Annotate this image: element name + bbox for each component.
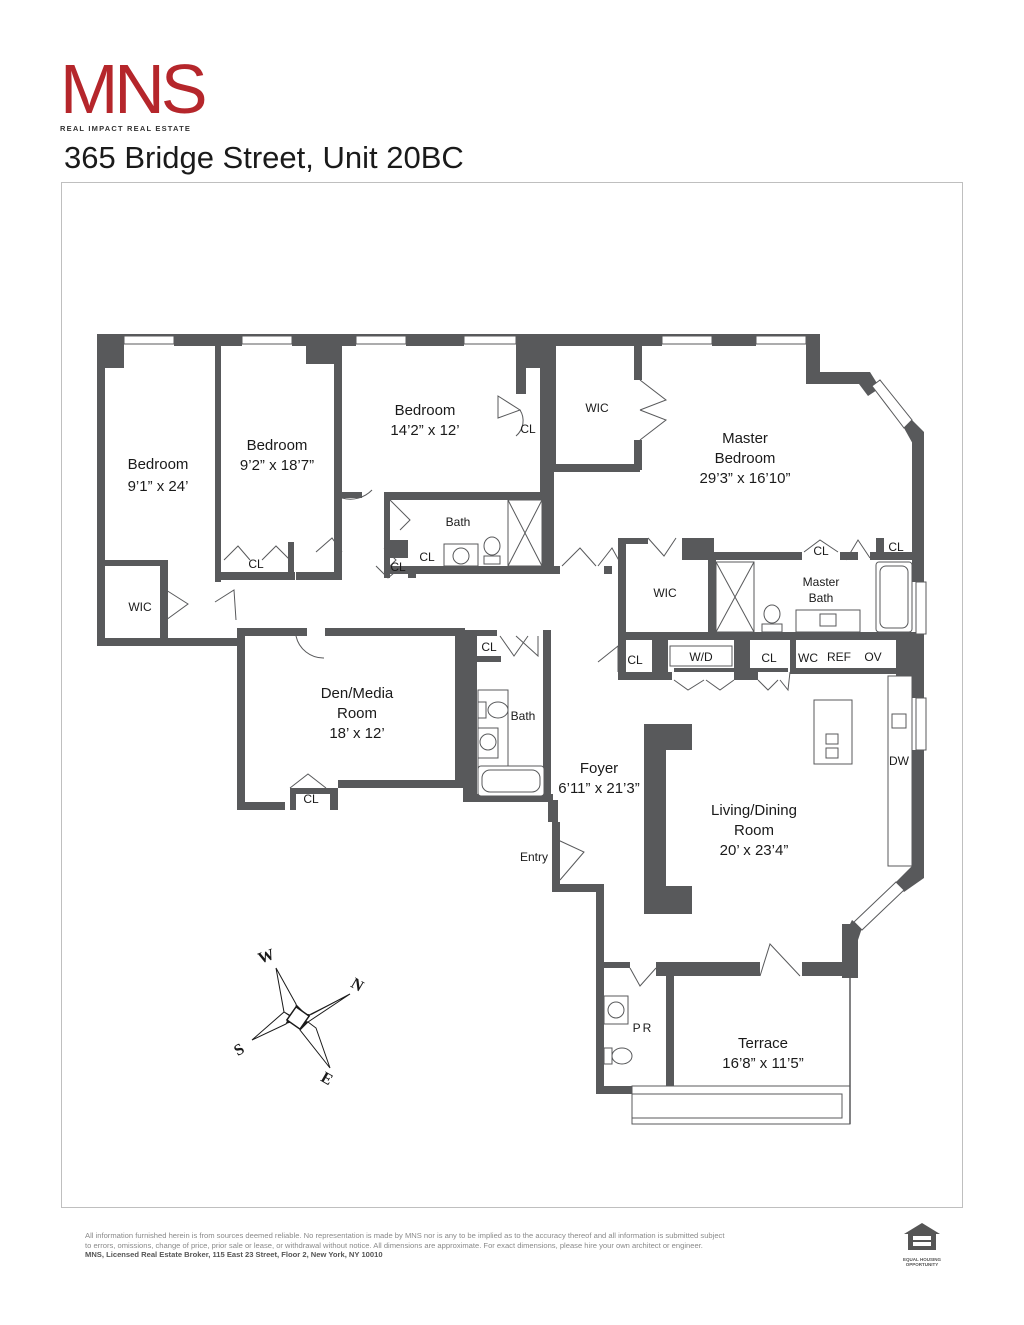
compass-w: W bbox=[256, 946, 277, 967]
master-bath-name1: Master bbox=[803, 575, 840, 589]
bedroom3-name: Bedroom bbox=[395, 402, 456, 419]
master-bedroom-name2: Bedroom bbox=[715, 450, 776, 467]
dw-label: DW bbox=[889, 754, 910, 768]
equal-housing-icon bbox=[904, 1223, 940, 1250]
bath-upper: Bath bbox=[446, 515, 471, 529]
terrace-name: Terrace bbox=[738, 1035, 788, 1052]
bedroom2-dims: 9’2” x 18’7” bbox=[240, 457, 314, 474]
wd-label: W/D bbox=[689, 650, 713, 664]
cl-bedroom2: CL bbox=[248, 557, 264, 571]
den-dims: 18’ x 12’ bbox=[329, 725, 384, 742]
foyer-name: Foyer bbox=[580, 760, 618, 777]
cl-kitchen-left: CL bbox=[627, 653, 643, 667]
fixture-labels: CL WIC Bath CL CL CL WIC WIC CL CL Maste… bbox=[128, 401, 909, 1035]
living-dims: 20’ x 23’4” bbox=[720, 842, 789, 859]
cl-master: CL bbox=[888, 540, 904, 554]
bedroom3-dims: 14’2” x 12’ bbox=[390, 422, 459, 439]
cl-kitchen: CL bbox=[761, 651, 777, 665]
bath-lower: Bath bbox=[511, 709, 536, 723]
wc-label: WC bbox=[798, 651, 818, 665]
broker-address: MNS, Licensed Real Estate Broker, 115 Ea… bbox=[85, 1250, 383, 1260]
terrace-dims: 16’8” x 11’5” bbox=[722, 1055, 803, 1072]
compass-e: E bbox=[318, 1069, 336, 1089]
cl-master-bath: CL bbox=[813, 544, 829, 558]
disclaimer-line2: to errors, omissions, change of price, p… bbox=[85, 1240, 703, 1250]
master-bedroom-name1: Master bbox=[722, 430, 768, 447]
room-labels: Bedroom 9’1” x 24’ Bedroom 9’2” x 18’7” … bbox=[128, 402, 804, 1072]
entry-label: Entry bbox=[520, 850, 548, 864]
den-name2: Room bbox=[337, 705, 377, 722]
cl-hall: CL bbox=[390, 560, 406, 574]
bedroom1-name: Bedroom bbox=[128, 456, 189, 473]
logo-tagline: REAL IMPACT REAL ESTATE bbox=[60, 124, 192, 133]
equal-housing-logo: EQUAL HOUSING OPPORTUNITY bbox=[900, 1222, 944, 1267]
door-swings bbox=[165, 379, 871, 987]
living-name2: Room bbox=[734, 822, 774, 839]
ref-label: REF bbox=[827, 650, 851, 664]
bedroom1-dims: 9’1” x 24’ bbox=[128, 478, 189, 495]
cl-bath-upper: CL bbox=[419, 550, 435, 564]
living-name1: Living/Dining bbox=[711, 802, 797, 819]
brand-logo: MNS REAL IMPACT REAL ESTATE bbox=[60, 50, 208, 133]
compass-s: S bbox=[231, 1040, 247, 1059]
cl-foyer-bath: CL bbox=[481, 640, 497, 654]
compass-n: N bbox=[348, 975, 367, 996]
walls bbox=[97, 334, 924, 1094]
master-bath-name2: Bath bbox=[809, 591, 834, 605]
pr-label: PR bbox=[633, 1021, 654, 1035]
wic-master: WIC bbox=[585, 401, 609, 415]
master-bedroom-dims: 29’3” x 16’10” bbox=[700, 470, 791, 487]
ov-label: OV bbox=[864, 650, 881, 664]
disclaimer-line1: All information furnished herein is from… bbox=[85, 1231, 725, 1240]
den-name1: Den/Media bbox=[321, 685, 394, 702]
compass-rose bbox=[251, 967, 351, 1069]
fixtures bbox=[443, 499, 913, 1065]
cl-bedroom3: CL bbox=[520, 422, 536, 436]
cl-den: CL bbox=[303, 792, 319, 806]
wic-bedroom1: WIC bbox=[128, 600, 152, 614]
wic-master2: WIC bbox=[653, 586, 677, 600]
logo-wordmark: MNS bbox=[60, 50, 208, 128]
floorplan-frame bbox=[61, 182, 963, 1208]
disclaimer: All information furnished herein is from… bbox=[85, 1231, 875, 1260]
bedroom2-name: Bedroom bbox=[247, 437, 308, 454]
foyer-dims: 6’11” x 21’3” bbox=[558, 780, 639, 797]
property-address: 365 Bridge Street, Unit 20BC bbox=[64, 140, 464, 175]
equal-housing-text: EQUAL HOUSING OPPORTUNITY bbox=[903, 1257, 941, 1267]
